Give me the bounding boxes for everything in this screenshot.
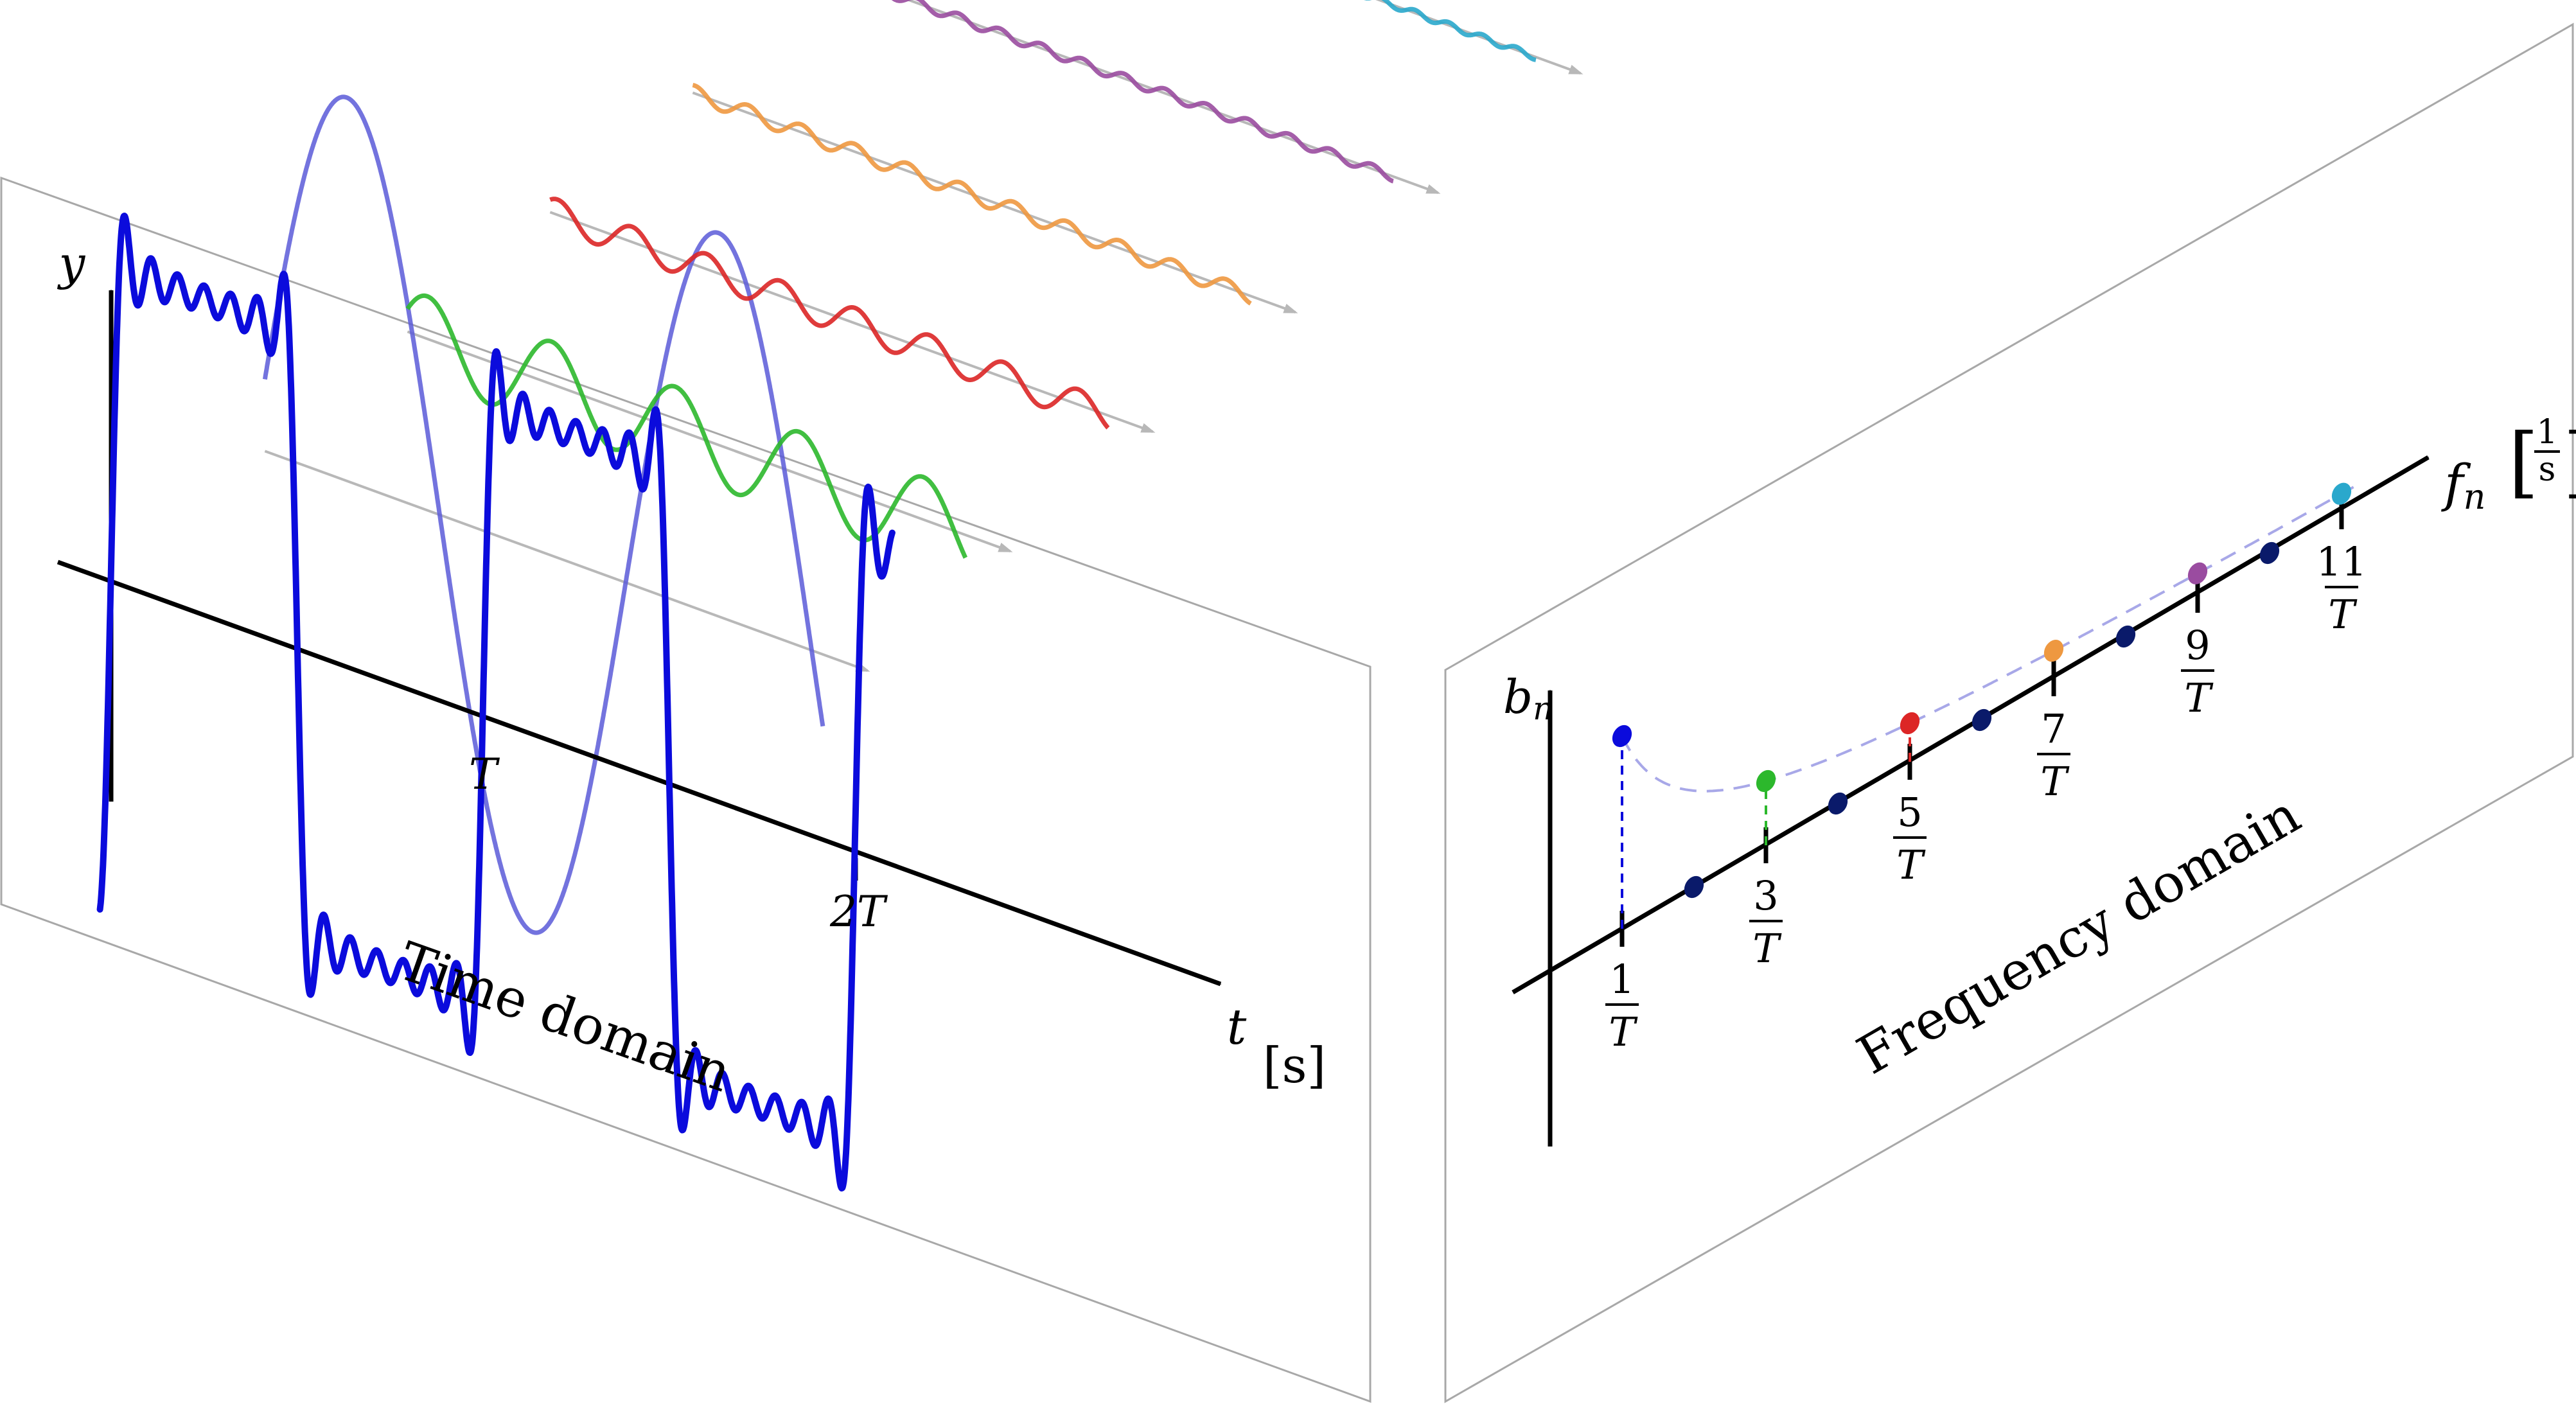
harmonic-wave-n9 xyxy=(891,0,1394,184)
spectrum-point-n5 xyxy=(1900,712,1920,735)
spectrum-point-n7 xyxy=(2043,640,2064,662)
spectrum-point-n3 xyxy=(1756,769,1776,793)
square-wave-sum xyxy=(96,213,895,1191)
frequency-axes xyxy=(1512,455,2430,1147)
tick-2T-label: 2T xyxy=(829,887,888,936)
frequency-panel-frame xyxy=(1444,22,2574,1403)
time-axes xyxy=(57,289,1222,987)
harmonic-wave-n1 xyxy=(262,94,825,935)
freq-tick-label-den-3: T xyxy=(1752,925,1782,972)
freq-tick-label-num-9: 9 xyxy=(2185,622,2210,669)
harmonic-wave-n7 xyxy=(692,83,1252,306)
freq-x-unit: [ 1 s ] xyxy=(2509,413,2576,507)
freq-tick-label-den-9: T xyxy=(2184,674,2214,721)
svg-text:]: ] xyxy=(2563,417,2576,507)
svg-text:1: 1 xyxy=(2536,413,2557,452)
time-panel-title: Time domain xyxy=(391,931,739,1104)
projection-arrow-n11 xyxy=(1375,0,1584,75)
svg-text:[: [ xyxy=(2509,417,2539,507)
freq-tick-label-den-7: T xyxy=(2040,758,2070,805)
freq-tick-label-den-11: T xyxy=(2328,591,2358,638)
freq-tick-label-num-1: 1 xyxy=(1609,956,1634,1003)
time-y-label: y xyxy=(57,236,86,290)
freq-x-axis xyxy=(1512,455,2430,995)
time-x-label: t xyxy=(1227,998,1247,1055)
spectrum-point-n6 xyxy=(1972,708,1992,732)
freq-tick-label-num-5: 5 xyxy=(1897,789,1922,836)
spectrum-point-n1 xyxy=(1612,725,1632,748)
spectrum-points xyxy=(1612,482,2352,899)
spectrum-point-n10 xyxy=(2259,541,2280,565)
freq-tick-label-den-5: T xyxy=(1896,841,1926,888)
harmonic-wave-n5 xyxy=(549,197,1110,430)
time-x-unit: [s] xyxy=(1263,1037,1326,1094)
spectrum-point-n8 xyxy=(2115,625,2136,648)
time-panel-frame xyxy=(0,176,1372,1403)
svg-text:s: s xyxy=(2539,450,2556,489)
harmonic-waves xyxy=(262,0,1537,935)
projection-arrow-n7 xyxy=(692,91,1298,314)
freq-tick-label-num-11: 11 xyxy=(2316,538,2367,585)
freq-tick-label-num-7: 7 xyxy=(2041,705,2066,752)
projection-arrow-n1 xyxy=(264,450,870,672)
spectrum-envelope xyxy=(1621,484,2357,793)
projection-arrow-n5 xyxy=(549,211,1156,434)
spectrum-point-n2 xyxy=(1684,875,1704,899)
harmonic-wave-n11 xyxy=(1364,0,1537,62)
spectrum-point-n11 xyxy=(2331,482,2352,505)
freq-tick-label-den-1: T xyxy=(1609,1008,1638,1055)
freq-tick-label-num-3: 3 xyxy=(1753,872,1778,919)
spectrum-point-n4 xyxy=(1828,792,1848,815)
spectrum-point-n9 xyxy=(2187,562,2208,584)
freq-x-label: fn xyxy=(2441,453,2485,517)
freq-y-label: bn xyxy=(1503,670,1553,727)
time-x-axis xyxy=(57,559,1222,987)
tick-T-label: T xyxy=(469,750,500,799)
